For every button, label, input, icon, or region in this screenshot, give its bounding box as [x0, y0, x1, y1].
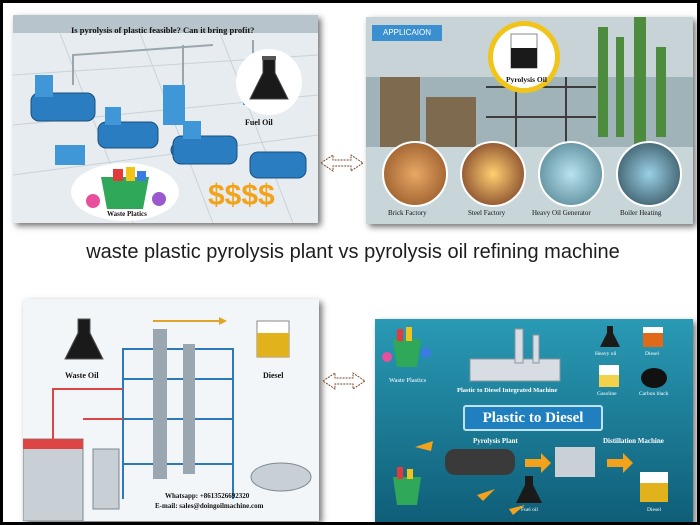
beaker-icon-diesel-small [643, 327, 663, 347]
flask-icon-fuel-oil [516, 476, 542, 503]
plastic-bin-icon-3 [393, 467, 421, 505]
waste-plastics-bubble [71, 163, 179, 221]
diesel-beaker [251, 317, 295, 361]
panel-oil-refining-machine: Waste Oil Diesel Whatsapp: +861352669232… [23, 299, 319, 521]
gasoline-beaker [597, 363, 621, 389]
beaker-icon-diesel [256, 320, 290, 358]
product-label-carbon-black: Carbon black [639, 391, 669, 397]
plastic-bin-icon-2 [382, 327, 431, 367]
waste-oil-label: Waste Oil [65, 371, 99, 380]
panel-plastic-pyrolysis-plant: Is pyrolysis of plastic feasible? Can it… [13, 15, 318, 223]
app-label-generator: Heavy Oil Generator [532, 209, 591, 217]
contact-whatsapp: Whatsapp: +8613526692320 [165, 492, 250, 500]
app-label-brick: Brick Factory [388, 209, 427, 217]
waste-oil-flask [61, 315, 107, 363]
plastic-to-diesel-banner: Plastic to Diesel [463, 405, 603, 431]
flask-icon-heavy-oil [600, 326, 620, 347]
diesel-beaker-small [641, 325, 665, 349]
diesel-beaker-bottom [637, 469, 671, 505]
pyrolysis-plant-label: Pyrolysis Plant [473, 437, 518, 445]
application-tag: APPLICAION [372, 25, 442, 41]
distillation-machine-label: Distillation Machine [603, 437, 664, 445]
panel-plastic-to-diesel: Waste Plastics Plastic to Diesel Integra… [375, 319, 693, 522]
waste-plastics-label: Waste Platics [107, 210, 147, 218]
heavy-oil-flask [599, 325, 621, 349]
waste-plastics-bin-bottom [381, 465, 433, 509]
product-label-diesel: Diesel [645, 351, 660, 357]
pyrolysis-oil-label: Pyrolysis Oil [506, 75, 547, 84]
beaker-icon-diesel-bottom [640, 472, 668, 502]
heavy-oil-generator-photo [538, 141, 604, 207]
headline: waste plastic pyrolysis plant vs pyrolys… [86, 241, 620, 263]
question-text: Is pyrolysis of plastic feasible? Can it… [71, 25, 255, 35]
panel-pyrolysis-oil-application: APPLICAION Pyrolysis Oil Brick Factory S… [366, 17, 693, 224]
waste-plastics-label-2: Waste Plastics [389, 377, 427, 384]
double-arrow-icon-bottom [322, 372, 366, 390]
plastic-bin-icon [86, 167, 166, 209]
beaker-icon [510, 33, 538, 69]
flask-icon-waste-oil [64, 318, 104, 360]
money-symbols: $$$$ [208, 179, 275, 212]
pyrolysis-oil-inner [493, 26, 555, 88]
product-label-gasoline: Gasoline [597, 391, 617, 397]
integrated-machine-label: Plastic to Diesel Integrated Machine [457, 387, 558, 394]
fuel-oil-label-bottom: Fuel oil [521, 507, 538, 513]
fuel-oil-label: Fuel Oil [245, 118, 273, 127]
carbon-black-pile [639, 363, 669, 389]
diesel-label: Diesel [263, 371, 284, 380]
fuel-oil-bubble [236, 49, 302, 115]
contact-email: E-mail: sales@doingoilmachine.com [155, 502, 264, 510]
diesel-label-bottom: Diesel [647, 507, 662, 513]
app-label-boiler: Boiler Heating [620, 209, 662, 217]
steel-factory-photo [460, 141, 526, 207]
beaker-icon-gasoline [599, 365, 619, 387]
carbon-black-icon [641, 368, 667, 388]
product-label-heavy-oil: Heavy oil [595, 351, 617, 357]
fuel-oil-flask-bottom [515, 475, 543, 505]
brick-factory-photo [382, 141, 448, 207]
pyrolysis-oil-bubble [488, 21, 560, 93]
double-arrow-icon-top [320, 154, 364, 172]
boiler-heating-photo [616, 141, 682, 207]
app-label-steel: Steel Factory [468, 209, 506, 217]
flask-icon [249, 56, 289, 100]
waste-plastics-pile [379, 323, 433, 377]
